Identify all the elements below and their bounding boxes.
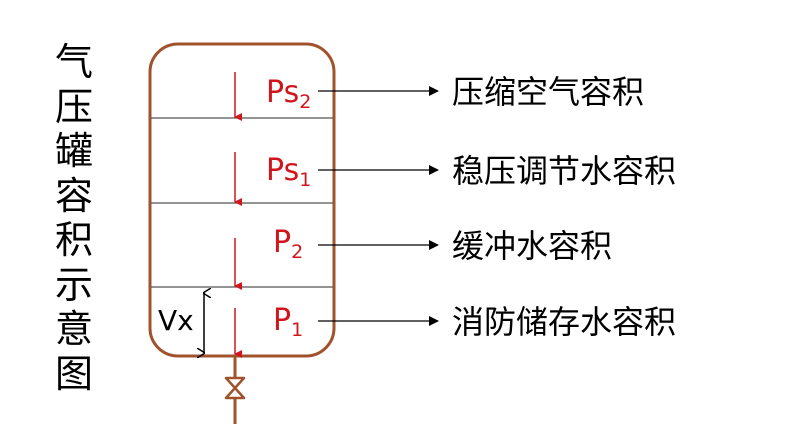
- desc-buffer-water: 缓冲水容积: [452, 227, 612, 265]
- tank-outline: [148, 42, 336, 358]
- desc-regulating-water: 稳压调节水容积: [452, 152, 676, 190]
- desc-fire-storage: 消防储存水容积: [452, 303, 676, 341]
- vx-label: Vx: [158, 304, 194, 337]
- zone-label-ps1: Ps1: [266, 153, 311, 191]
- zone-label-p2: P2: [273, 225, 303, 263]
- diagram-title: 气压罐容积示意图: [54, 40, 93, 396]
- valve-icon: [224, 376, 246, 400]
- zone-label-p1: P1: [273, 303, 303, 341]
- zone-label-ps2: Ps2: [266, 75, 311, 113]
- desc-compressed-air: 压缩空气容积: [452, 73, 644, 111]
